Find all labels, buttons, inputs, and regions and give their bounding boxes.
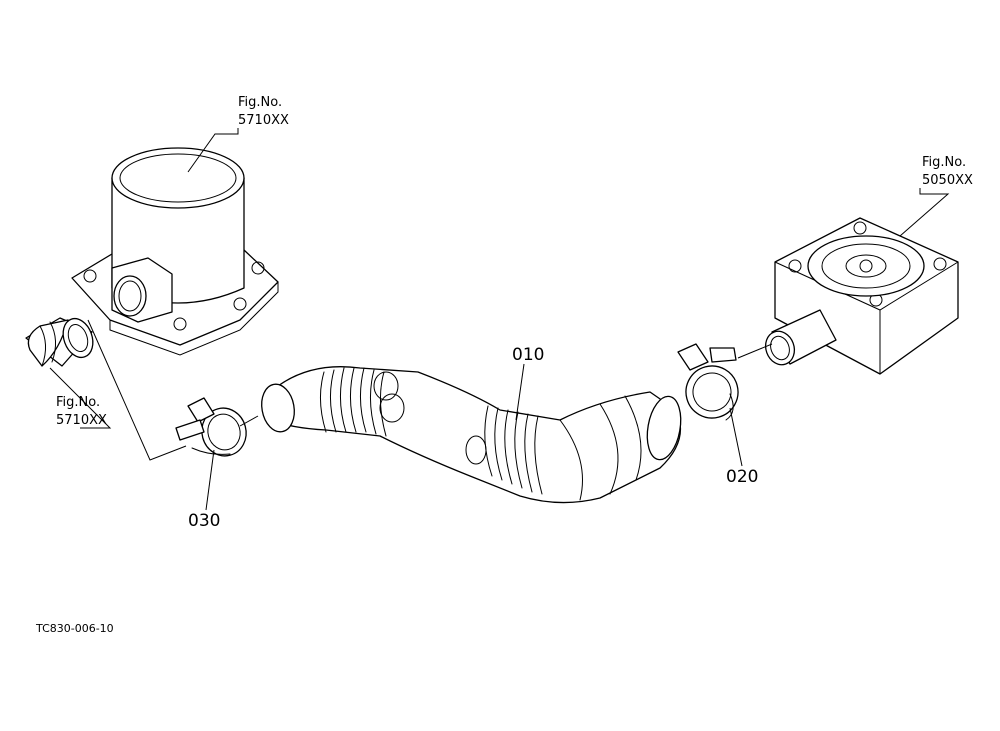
callout-hose: 010 <box>512 345 544 365</box>
thermostat-housing <box>71 147 279 356</box>
fig-ref-left-label: Fig.No. <box>56 395 100 410</box>
fig-ref-right-label: Fig.No. <box>922 155 966 170</box>
callout-clamp-right: 020 <box>726 467 758 487</box>
fig-ref-left: Fig.No. 5710XX <box>56 395 107 428</box>
fig-ref-right-number: 5050XX <box>922 173 973 188</box>
hose-clamp-030 <box>175 397 247 457</box>
fig-ref-right: Fig.No. 5050XX <box>922 155 973 188</box>
left-pipe-fitting <box>25 317 94 367</box>
water-pump-flange <box>764 217 959 375</box>
callout-clamp-left: 030 <box>188 511 220 531</box>
fig-ref-top-left: Fig.No. 5710XX <box>238 95 289 128</box>
drawing-code: TC830-006-10 <box>35 622 114 635</box>
leader-lines <box>49 128 950 511</box>
hose-bellows-left <box>320 367 405 437</box>
radiator-hose <box>261 366 682 504</box>
fig-ref-left-number: 5710XX <box>56 413 107 428</box>
fig-ref-top-left-label: Fig.No. <box>238 95 282 110</box>
fig-ref-top-left-number: 5710XX <box>238 113 289 128</box>
hose-clamp-020 <box>677 343 739 421</box>
